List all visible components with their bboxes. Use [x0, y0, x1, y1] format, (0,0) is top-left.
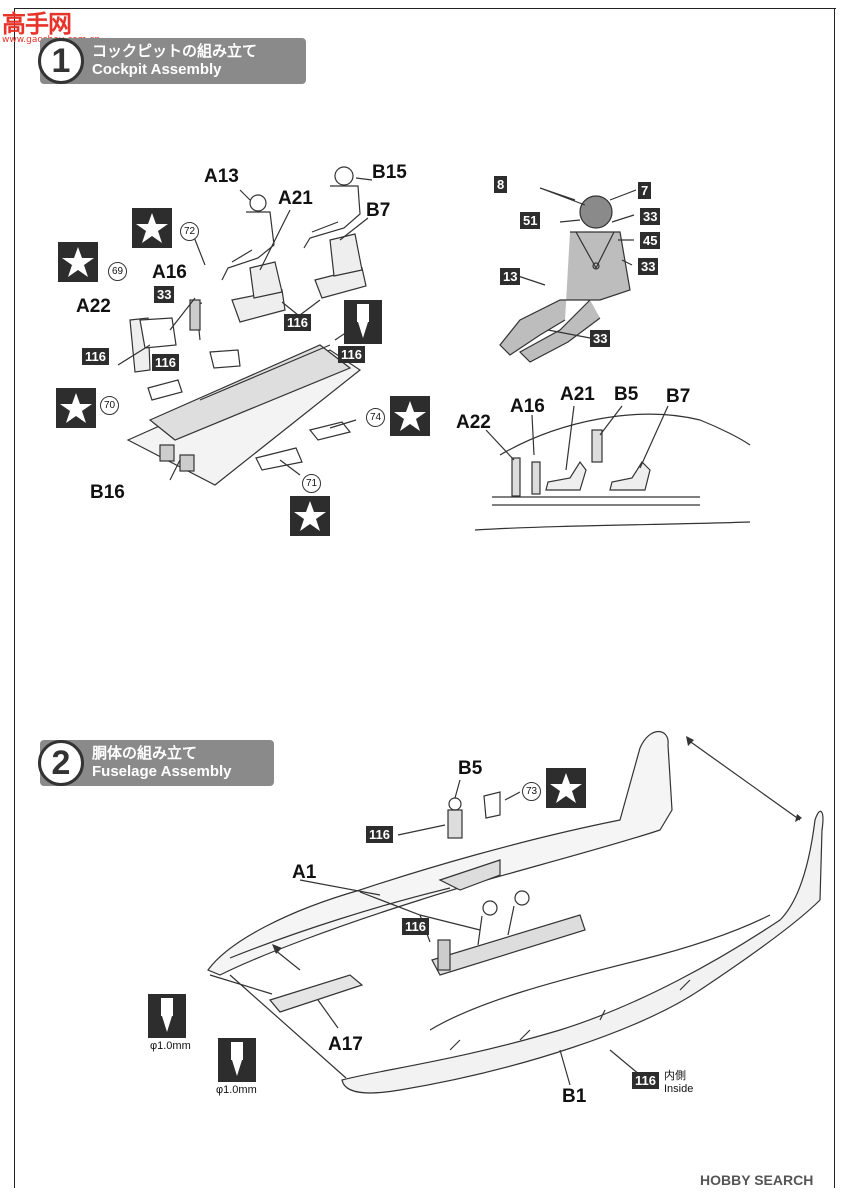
drill-diameter-label: φ1.0mm — [150, 1040, 191, 1052]
part-label-b7: B7 — [366, 200, 391, 221]
paint-code: 33 — [590, 330, 611, 347]
paint-code: 7 — [638, 182, 652, 199]
inside-note-jp: 内側 — [664, 1070, 686, 1082]
drill-diameter-label: φ1.0mm — [216, 1084, 257, 1096]
step1-header: 1 コックピットの組み立て Cockpit Assembly — [38, 38, 306, 84]
hobby-search-logo: HOBBY SEARCH — [700, 1172, 814, 1188]
paint-code: 116 — [366, 826, 393, 843]
paint-code: 116 — [632, 1072, 659, 1089]
page-border-right — [834, 8, 835, 1188]
decal-star-box — [546, 768, 586, 808]
part-label-a17: A17 — [328, 1034, 363, 1055]
decal-star-box — [290, 496, 330, 536]
drill-icon — [148, 994, 186, 1038]
paint-code: 116 — [402, 918, 429, 935]
part-label-a22: A22 — [76, 296, 111, 317]
page-border-left — [14, 8, 835, 1188]
watermark-title: 高手网 — [2, 10, 72, 38]
paint-code: 33 — [640, 208, 661, 225]
part-label-a21: A21 — [278, 188, 313, 209]
step2-number: 2 — [38, 740, 84, 786]
step1-number: 1 — [38, 38, 84, 84]
star-icon — [550, 773, 582, 803]
paint-code: 116 — [338, 346, 365, 363]
decal-number: 70 — [100, 396, 119, 415]
part-label-a13: A13 — [204, 166, 239, 187]
star-icon — [60, 393, 92, 423]
paint-code: 116 — [284, 314, 311, 331]
part-label-b1: B1 — [562, 1086, 587, 1107]
step2-header: 2 胴体の組み立て Fuselage Assembly — [38, 740, 274, 786]
star-icon — [294, 501, 326, 531]
decal-star-box — [132, 208, 172, 248]
decal-star-box — [58, 242, 98, 282]
decal-star-box — [56, 388, 96, 428]
star-icon — [136, 213, 168, 243]
step1-title-en: Cockpit Assembly — [92, 61, 222, 78]
paint-code: 116 — [82, 348, 109, 365]
page-border-top — [14, 8, 836, 9]
paint-code: 33 — [638, 258, 659, 275]
decal-number: 73 — [522, 782, 541, 801]
paint-code: 116 — [152, 354, 179, 371]
part-label-a21: A21 — [560, 384, 595, 405]
part-label-b15: B15 — [372, 162, 407, 183]
part-label-a16: A16 — [152, 262, 187, 283]
part-label-a1: A1 — [292, 862, 317, 883]
paint-code: 8 — [494, 176, 508, 193]
step2-title-en: Fuselage Assembly — [92, 763, 232, 780]
decal-number: 71 — [302, 474, 321, 493]
part-label-b16: B16 — [90, 482, 125, 503]
paint-code: 13 — [500, 268, 521, 285]
part-label-b7: B7 — [666, 386, 691, 407]
paint-code: 45 — [640, 232, 661, 249]
star-icon — [62, 247, 94, 277]
part-label-a22: A22 — [456, 412, 491, 433]
drill-icon — [218, 1038, 256, 1082]
step2-title-jp: 胴体の組み立て — [92, 745, 198, 762]
paint-code: 33 — [154, 286, 175, 303]
drill-icon — [344, 300, 382, 344]
paint-code: 51 — [520, 212, 541, 229]
step1-title-jp: コックピットの組み立て — [92, 43, 258, 60]
part-label-b5: B5 — [614, 384, 639, 405]
decal-star-box — [390, 396, 430, 436]
decal-number: 69 — [108, 262, 127, 281]
star-icon — [394, 401, 426, 431]
decal-number: 74 — [366, 408, 385, 427]
part-label-b5: B5 — [458, 758, 483, 779]
inside-note-en: Inside — [664, 1083, 694, 1095]
decal-number: 72 — [180, 222, 199, 241]
part-label-a16: A16 — [510, 396, 545, 417]
